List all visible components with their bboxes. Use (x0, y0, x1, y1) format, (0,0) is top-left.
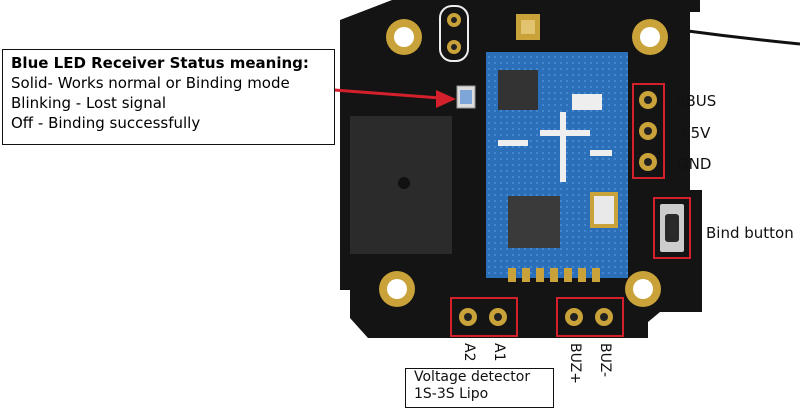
bind-button-highlight (653, 197, 691, 259)
callout-line: Off - Binding successfully (11, 114, 201, 132)
led-status-callout: Blue LED Receiver Status meaning: Solid-… (2, 49, 335, 145)
pin-label-sbus: SBUS (676, 92, 717, 110)
pin-label-a1: A1 (491, 343, 507, 362)
voltage-detector-line1: Voltage detector (414, 369, 531, 385)
pin-label-5v: +5V (678, 124, 711, 142)
pin-label-gnd: GND (677, 155, 712, 173)
voltage-pads-highlight (450, 297, 518, 337)
pin-label-buz-plus: BUZ+ (567, 343, 583, 384)
callout-arrow (333, 88, 441, 100)
voltage-detector-line2: 1S-3S Lipo (414, 386, 489, 402)
pin-header-highlight (632, 83, 665, 179)
pin-label-a2: A2 (461, 343, 477, 362)
callout-line: Blinking - Lost signal (11, 94, 167, 112)
callout-line: Solid- Works normal or Binding mode (11, 74, 290, 92)
callout-title: Blue LED Receiver Status meaning: (11, 54, 309, 72)
voltage-detector-box: Voltage detector 1S-3S Lipo (405, 368, 554, 408)
pin-label-buz-minus: BUZ- (597, 343, 613, 378)
buzzer-pads-highlight (556, 297, 624, 337)
mounting-holes (379, 19, 668, 307)
bind-button-label: Bind button (706, 224, 794, 242)
